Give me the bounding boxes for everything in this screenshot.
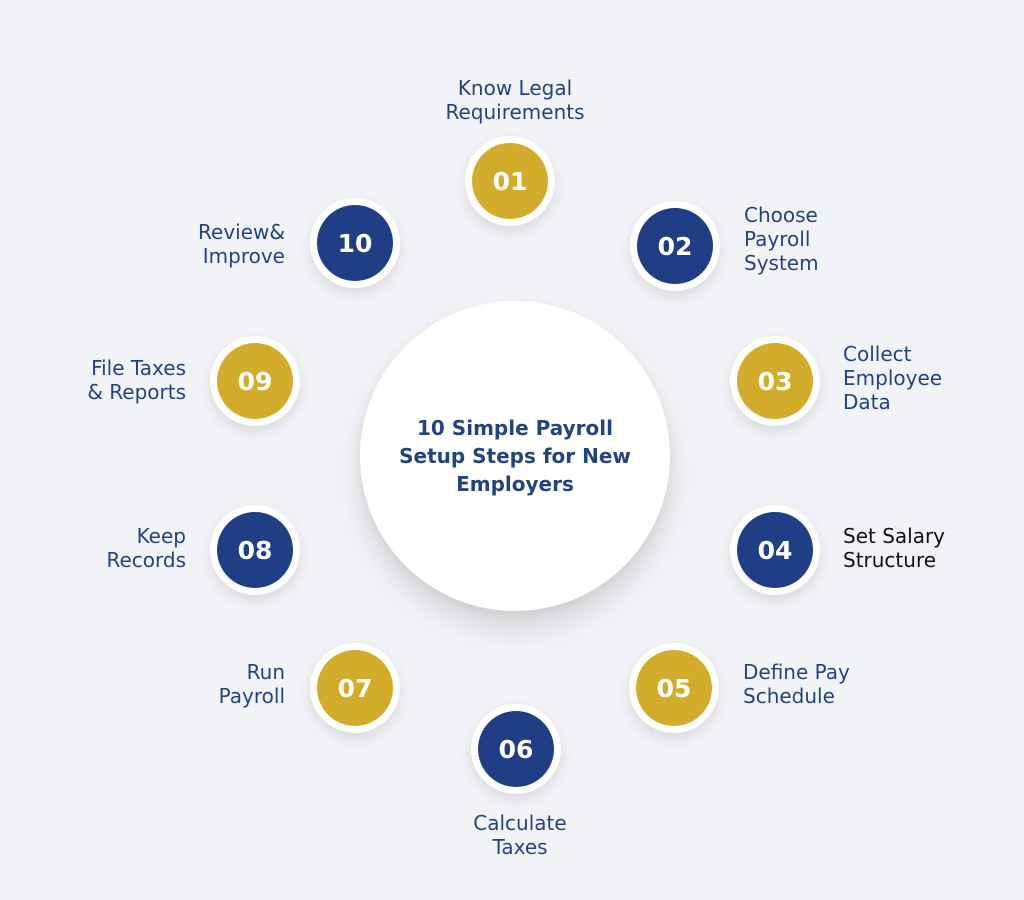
diagram-title: 10 Simple Payroll Setup Steps for New Em… xyxy=(399,416,631,496)
step-03-badge: 03 xyxy=(730,336,820,426)
step-05-label: Define Pay Schedule xyxy=(743,660,850,708)
step-10-number: 10 xyxy=(317,205,393,281)
step-01-badge: 01 xyxy=(465,136,555,226)
step-04-badge: 04 xyxy=(730,505,820,595)
step-03-label: Collect Employee Data xyxy=(843,342,943,414)
center-circle: 10 Simple Payroll Setup Steps for New Em… xyxy=(360,301,670,611)
step-07-number: 07 xyxy=(317,650,393,726)
step-04-number: 04 xyxy=(737,512,813,588)
step-09-number: 09 xyxy=(217,343,293,419)
step-05-badge: 05 xyxy=(629,643,719,733)
step-01-number: 01 xyxy=(472,143,548,219)
step-09-label: File Taxes & Reports xyxy=(87,356,186,404)
step-01-label: Know Legal Requirements xyxy=(445,76,585,124)
step-03-number: 03 xyxy=(737,343,813,419)
step-09-badge: 09 xyxy=(210,336,300,426)
step-07-badge: 07 xyxy=(310,643,400,733)
step-06-number: 06 xyxy=(478,711,554,787)
step-04-label: Set Salary Structure xyxy=(843,524,946,572)
step-07-label: Run Payroll xyxy=(218,660,285,708)
step-10-label: Review& Improve xyxy=(198,220,285,268)
step-08-label: Keep Records xyxy=(106,524,186,572)
step-02-badge: 02 xyxy=(630,201,720,291)
step-02-label: Choose Payroll System xyxy=(744,203,819,275)
step-02-number: 02 xyxy=(637,208,713,284)
step-10-badge: 10 xyxy=(310,198,400,288)
step-08-badge: 08 xyxy=(210,505,300,595)
step-06-label: Calculate Taxes xyxy=(473,811,567,859)
step-06-badge: 06 xyxy=(471,704,561,794)
step-05-number: 05 xyxy=(636,650,712,726)
step-08-number: 08 xyxy=(217,512,293,588)
